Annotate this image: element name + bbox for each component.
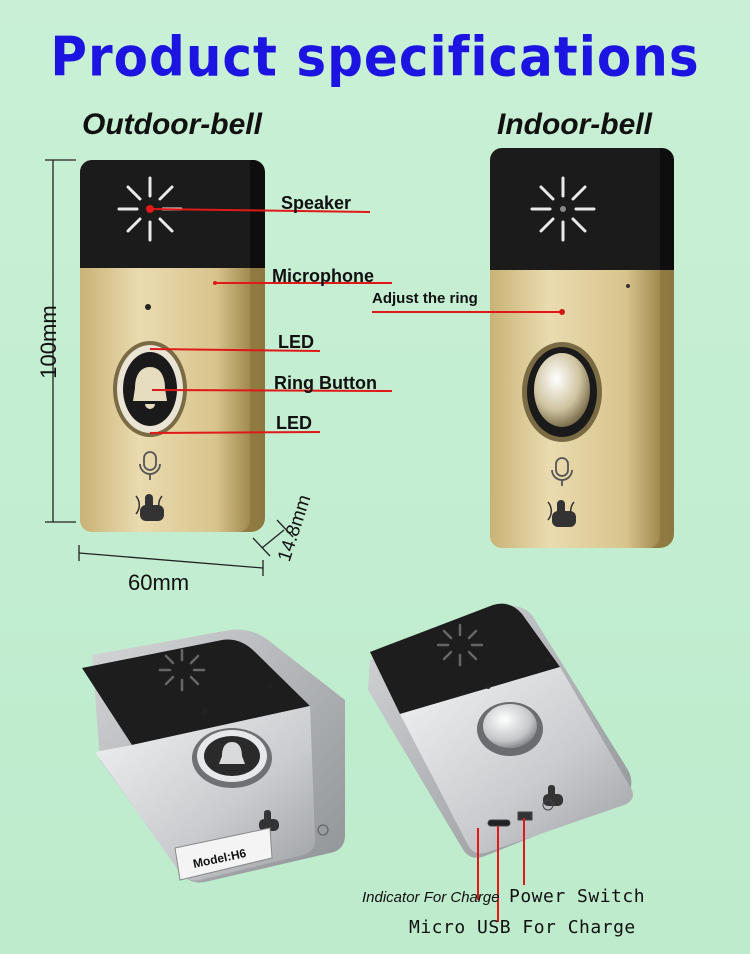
outdoor-bell-device: [80, 160, 265, 532]
dimension-lines: [45, 159, 294, 576]
microphone-label: Microphone: [272, 266, 374, 286]
press-hand-icon: [259, 810, 279, 831]
indoor-bell-device: [490, 148, 674, 548]
bottom-callout-lines: [477, 818, 525, 922]
press-hand-icon: [543, 785, 563, 806]
micro-usb-label: Micro USB For Charge: [409, 917, 636, 938]
power-switch-label: Power Switch: [509, 886, 646, 907]
speaker-grille-icon: [158, 648, 206, 692]
speaker-grille-icon: [530, 176, 596, 242]
bell-icon: [133, 367, 167, 409]
width-dimension-label: 60mm: [128, 570, 190, 595]
press-hand-icon: [135, 494, 164, 521]
silver-indoor-device: [368, 603, 633, 858]
adjust-ring-label: Adjust the ring: [372, 290, 478, 307]
outdoor-bell-heading: Outdoor-bell: [82, 108, 262, 141]
led-top-label: LED: [278, 332, 314, 352]
led-bottom-label: LED: [276, 413, 312, 433]
bell-icon: [219, 742, 245, 764]
depth-dimension-label: 14.8mm: [274, 492, 315, 564]
microphone-icon: [139, 451, 161, 480]
outdoor-callout-lines: [149, 208, 393, 434]
speaker-label: Speaker: [281, 193, 352, 213]
speaker-grille-icon: [117, 176, 183, 242]
indicator-for-charge-label: Indicator For Charge: [362, 889, 500, 906]
microphone-icon: [551, 457, 573, 486]
ring-button-label: Ring Button: [274, 373, 377, 393]
speaker-grille-icon: [436, 623, 484, 667]
indoor-bell-heading: Indoor-bell: [497, 108, 652, 141]
press-hand-icon: [547, 500, 576, 527]
page-title: Product specifications: [50, 25, 700, 89]
height-dimension-label: 100mm: [36, 305, 61, 378]
silver-outdoor-device: [82, 629, 345, 883]
